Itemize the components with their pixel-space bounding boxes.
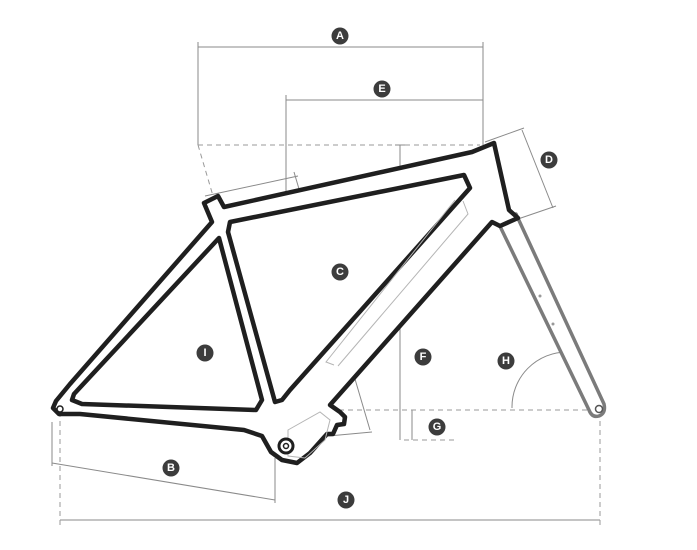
bike-frame [50,140,521,466]
svg-text:I: I [203,347,206,359]
frame-rear-triangle [69,235,265,413]
svg-text:B: B [167,462,175,474]
badge-h: H [497,352,515,370]
front-axle [594,404,604,414]
svg-text:A: A [336,30,344,42]
badge-e: E [373,80,391,98]
svg-text:C: C [336,266,344,278]
badge-b: B [162,459,180,477]
frame-front-triangle [225,172,473,405]
dimension-b-line [51,462,276,501]
head-angle-arc [511,351,568,409]
badge-j: J [337,491,355,509]
badge-c: C [331,263,349,281]
badge-f: F [414,348,432,366]
badge-g: G [428,418,446,436]
dimension-d-line [521,129,554,209]
badge-a: A [331,27,349,45]
badge-d: D [540,151,558,169]
svg-text:G: G [433,421,442,433]
svg-text:J: J [343,494,349,506]
svg-text:E: E [378,83,385,95]
badge-i: I [196,344,214,362]
svg-text:H: H [502,355,510,367]
svg-text:D: D [545,154,553,166]
rear-axle [56,405,64,413]
svg-text:F: F [420,351,427,363]
fork [494,212,607,419]
